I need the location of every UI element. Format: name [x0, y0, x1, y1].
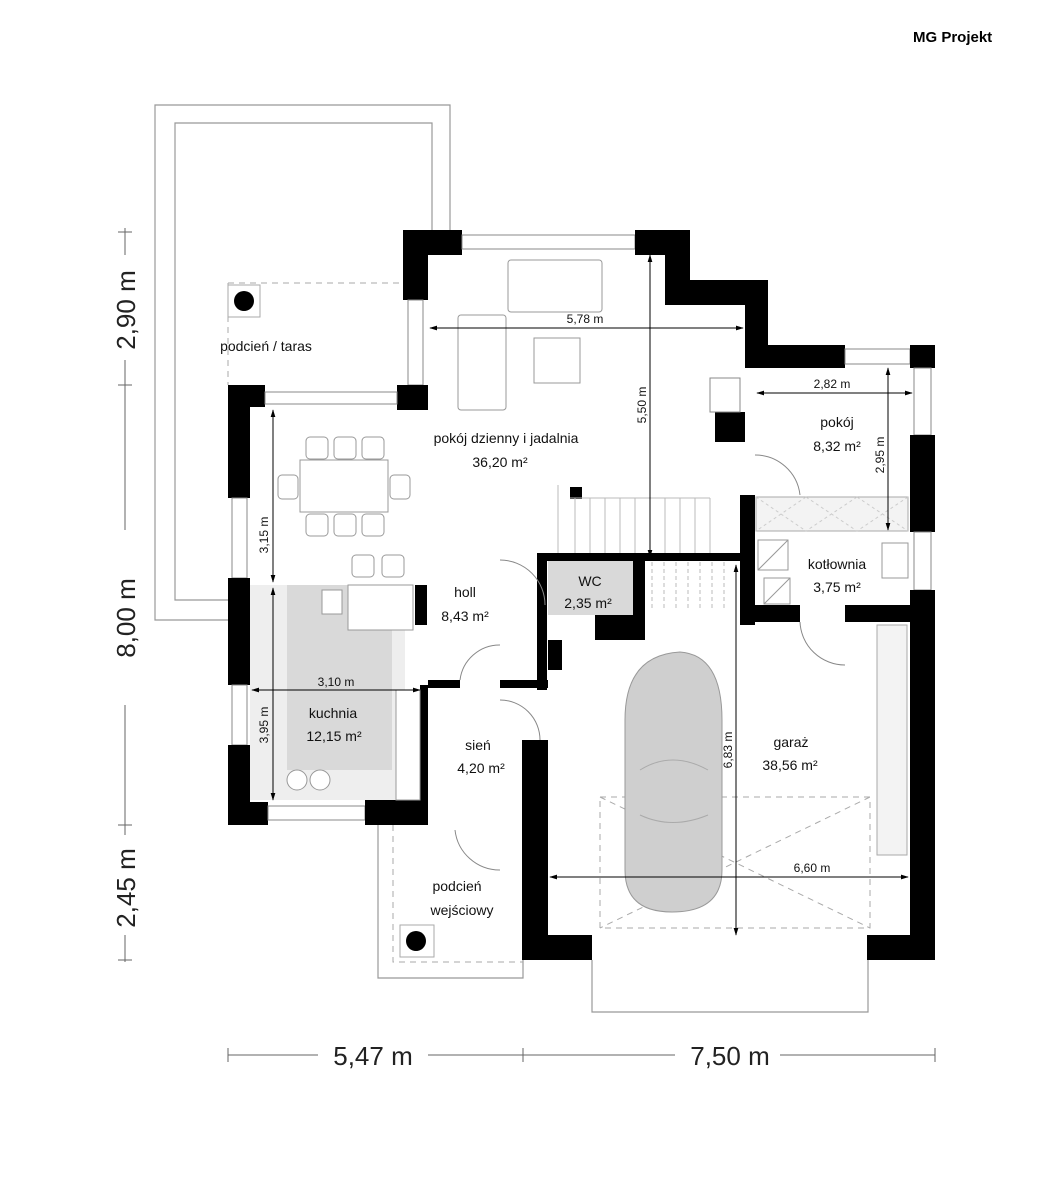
room-wc-name: WC	[578, 573, 601, 589]
room-hall-name: holl	[454, 584, 476, 600]
staircase	[557, 485, 725, 608]
dim-room-depth: 2,95 m	[873, 437, 887, 474]
column-icon	[406, 931, 426, 951]
room-labels: podcień / taras pokój dzienny i jadalnia…	[220, 338, 866, 918]
car-icon	[624, 651, 723, 913]
wc-floor	[548, 560, 633, 615]
dim-dining-depth: 3,15 m	[257, 517, 271, 554]
room-boiler-area: 3,75 m²	[813, 579, 861, 595]
room-vestibule-area: 4,20 m²	[457, 760, 505, 776]
room-entrance-porch-name-2: wejściowy	[429, 902, 493, 918]
room-living-area: 36,20 m²	[472, 454, 528, 470]
column-icon	[234, 291, 254, 311]
outer-dim-left-middle: 8,00 m	[111, 578, 141, 658]
room-room-name: pokój	[820, 414, 853, 430]
wardrobe	[755, 496, 909, 856]
boiler-equipment	[757, 539, 909, 605]
room-terrace-name: podcień / taras	[220, 338, 312, 354]
dim-living-depth: 5,50 m	[635, 387, 649, 424]
dim-room-width: 2,82 m	[814, 377, 851, 391]
dim-living-width: 5,78 m	[567, 312, 604, 326]
room-kitchen-area: 12,15 m²	[306, 728, 362, 744]
outer-dimension-lines	[118, 228, 936, 1062]
room-living-name: pokój dzienny i jadalnia	[434, 430, 579, 446]
living-furniture	[277, 259, 603, 801]
room-wc-area: 2,35 m²	[564, 595, 612, 611]
dim-garage-depth: 6,83 m	[721, 732, 735, 769]
walls	[228, 230, 935, 960]
room-garage-name: garaż	[773, 734, 808, 750]
dim-kitchen-depth: 3,95 m	[257, 707, 271, 744]
outer-dim-bottom-left: 5,47 m	[333, 1041, 413, 1071]
room-room-area: 8,32 m²	[813, 438, 861, 454]
room-boiler-name: kotłownia	[808, 556, 867, 572]
outer-dim-left-bottom: 2,45 m	[111, 848, 141, 928]
outer-dim-left-top: 2,90 m	[111, 270, 141, 350]
logo: MG Projekt	[913, 29, 992, 46]
entrance-porch-outline	[377, 825, 524, 979]
dim-garage-width: 6,60 m	[794, 861, 831, 875]
dim-kitchen-width: 3,10 m	[318, 675, 355, 689]
outer-dim-bottom-right: 7,50 m	[690, 1041, 770, 1071]
dimension-labels: 5,78 m 5,50 m 2,82 m 2,95 m 3,15 m 3,10 …	[257, 312, 887, 875]
driveway-outline	[591, 796, 871, 1013]
room-entrance-porch-name-1: podcień	[432, 878, 481, 894]
room-kitchen-name: kuchnia	[309, 705, 357, 721]
room-vestibule-name: sień	[465, 737, 491, 753]
room-garage-area: 38,56 m²	[762, 757, 818, 773]
dimension-lines	[251, 254, 913, 936]
terrace-outline	[154, 104, 451, 621]
room-hall-area: 8,43 m²	[441, 608, 489, 624]
doors	[454, 454, 846, 871]
